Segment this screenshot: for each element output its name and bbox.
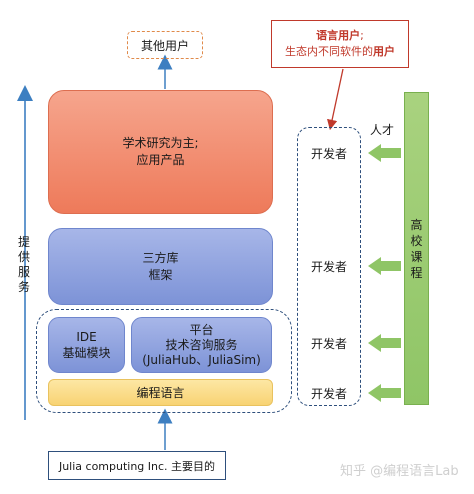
developer-label: 开发者 [310,337,347,351]
courses-char: 程 [410,265,423,280]
developer-label: 开发者 [310,147,347,161]
watermark-text: 知乎 @编程语言Lab [340,464,459,479]
talent-arrow-3 [368,334,401,352]
provide-services-char: 服 [17,265,30,279]
callout-language-users: 语言用户 [316,29,361,42]
talent-arrow-2 [368,257,401,275]
purpose-box: Julia computing Inc. 主要目的 [48,451,226,480]
other-users-label: 其他用户 [140,38,189,53]
company-scope-group [36,309,292,413]
developer-label: 开发者 [310,260,347,274]
callout-pointer [327,68,344,131]
talent-arrow-1 [368,144,401,162]
libraries-box: 三方库 框架 [48,228,273,305]
platform-line-1: 平台 [189,322,214,337]
developer-label: 开发者 [310,387,347,401]
platform-line-2: 技术咨询服务 [165,337,238,352]
libs-line-2: 框架 [148,267,173,282]
provide-services-char: 务 [17,280,30,294]
ide-line-2: 基础模块 [62,346,111,360]
academic-line-2: 应用产品 [136,153,185,167]
courses-char: 课 [410,249,423,264]
ide-line-1: IDE [76,330,97,344]
libs-line-1: 三方库 [142,250,179,265]
purpose-label: Julia computing Inc. 主要目的 [58,459,216,473]
academic-line-1: 学术研究为主; [122,136,199,150]
platform-box: 平台 技术咨询服务 (JuliaHub、JuliaSim) [131,317,272,373]
courses-char: 校 [410,233,423,248]
provide-services-char: 提 [17,235,30,249]
callout-line-2: 生态内不同软件的用户 [285,44,395,60]
provide-services-char: 供 [17,250,30,264]
ide-box: IDE 基础模块 [48,317,125,373]
developers-column [297,127,361,406]
language-users-callout: 语言用户; 生态内不同软件的用户 [271,20,409,68]
callout-users: 用户 [373,45,395,58]
other-users-box: 其他用户 [127,31,203,59]
academic-research-box: 学术研究为主; 应用产品 [48,90,273,214]
talent-arrow-4 [368,384,401,402]
provide-services-label: 提 供 服 务 [17,235,31,295]
callout-line-1: 语言用户; [316,28,364,44]
language-label: 编程语言 [136,386,185,400]
callout-ecosystem-text: 生态内不同软件的 [285,45,373,58]
platform-line-3: (JuliaHub、JuliaSim) [142,352,261,367]
callout-line1-tail: ; [360,29,364,42]
university-courses-bar: 高 校 课 程 [404,92,429,405]
talent-label: 人才 [370,123,395,137]
programming-language-box: 编程语言 [48,379,273,406]
courses-char: 高 [410,217,423,232]
